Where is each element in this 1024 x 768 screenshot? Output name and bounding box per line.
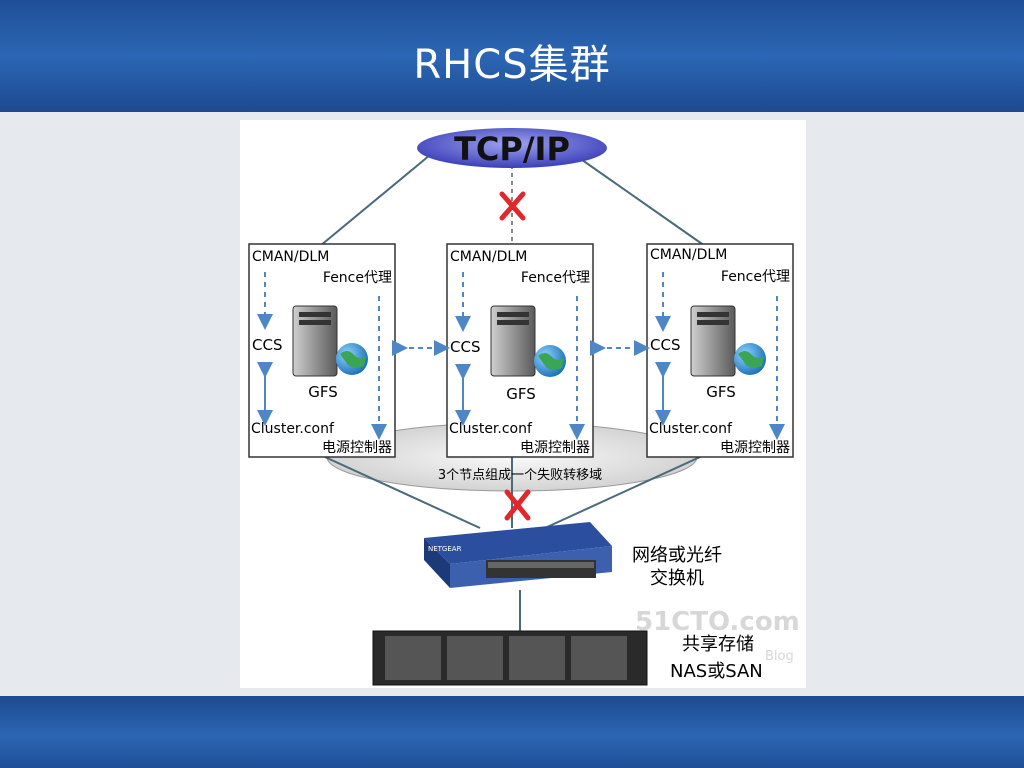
node-power-label: 电源控制器 (520, 440, 590, 456)
node-conf-label: Cluster.conf (251, 421, 335, 437)
switch-label-line1: 网络或光纤 (632, 545, 722, 566)
cluster-node-1: CMAN/DLM Fence代理 CCS GFS Cluster.conf 电源… (248, 243, 396, 458)
switch-brand-label: NETGEAR (428, 545, 462, 553)
watermark: 51CTO.com (635, 607, 800, 637)
node-cman-label: CMAN/DLM (252, 249, 329, 265)
failure-x-mark-top (499, 191, 526, 221)
switch-label-line2: 交换机 (650, 568, 704, 589)
node-fence-label: Fence代理 (521, 270, 590, 286)
node-power-label: 电源控制器 (322, 440, 392, 456)
network-switch-icon: NETGEAR (424, 522, 612, 588)
tcp-link-left (319, 154, 431, 247)
switch-link-right (544, 456, 701, 529)
server-icon (690, 305, 736, 377)
server-icon (490, 305, 536, 377)
globe-icon (336, 343, 368, 375)
globe-icon (734, 343, 766, 375)
node-ccs-label: CCS (252, 336, 282, 354)
node-cman-label: CMAN/DLM (650, 247, 727, 263)
shared-storage-icon (372, 630, 648, 686)
tcp-ip-label: TCP/IP (454, 130, 570, 168)
node-ccs-label: CCS (650, 336, 680, 354)
cluster-node-2: CMAN/DLM Fence代理 CCS GFS Cluster.conf 电源… (446, 243, 594, 458)
node-conf-label: Cluster.conf (649, 421, 733, 437)
slide-footer (0, 696, 1024, 768)
failure-x-mark-bottom (504, 489, 531, 521)
node-power-label: 电源控制器 (720, 440, 790, 456)
node-gfs-label: GFS (706, 383, 736, 401)
storage-label-line1: 共享存储 (682, 634, 754, 655)
globe-icon (534, 345, 566, 377)
switch-link-left (324, 456, 481, 529)
node-gfs-label: GFS (308, 383, 338, 401)
node-cman-label: CMAN/DLM (450, 249, 527, 265)
node-conf-label: Cluster.conf (449, 421, 533, 437)
watermark-sub: Blog (765, 649, 794, 664)
server-icon (292, 305, 338, 377)
rhcs-diagram: TCP/IP CMAN/DLM Fence代理 CCS GFS Cluster.… (240, 120, 806, 688)
node-gfs-label: GFS (506, 385, 536, 403)
node-fence-label: Fence代理 (721, 269, 790, 285)
tcp-link-right (574, 154, 706, 247)
node-fence-label: Fence代理 (323, 270, 392, 286)
storage-label-line2: NAS或SAN (670, 661, 763, 682)
node-ccs-label: CCS (450, 338, 480, 356)
cluster-node-3: CMAN/DLM Fence代理 CCS GFS Cluster.conf 电源… (646, 243, 794, 458)
tcp-ip-ellipse (417, 128, 607, 168)
slide-header (0, 0, 1024, 112)
slide-title: RHCS集群 (413, 42, 611, 88)
failover-domain-label: 3个节点组成一个失败转移域 (438, 468, 602, 483)
